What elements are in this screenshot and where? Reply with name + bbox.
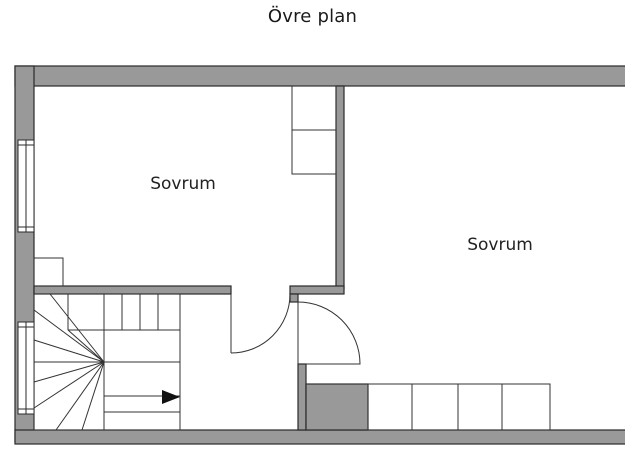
stair-arrow-icon	[162, 390, 180, 404]
door-bedroom2-swing	[297, 301, 361, 365]
wall-middle-vertical	[335, 85, 345, 290]
floor-title: Övre plan	[267, 6, 358, 27]
wall-bedroom1-bottom-left	[33, 285, 232, 295]
room-label-bedroom-right: Sovrum	[467, 235, 533, 255]
closet-row	[367, 383, 551, 431]
walls	[14, 65, 625, 445]
wall-bottom	[14, 429, 625, 445]
doors	[230, 293, 361, 365]
furniture	[33, 85, 551, 431]
wall-bedroom1-bottom-right	[289, 285, 345, 295]
wall-hall-right	[297, 363, 307, 431]
wall-shaft	[305, 383, 369, 431]
room-label-bedroom-left: Sovrum	[150, 174, 216, 194]
wall-top	[14, 65, 625, 87]
door-bedroom1-swing	[230, 293, 291, 354]
small-cabinet	[33, 257, 64, 287]
staircase	[33, 293, 181, 431]
wall-door-stub	[289, 293, 299, 303]
windows	[17, 139, 35, 415]
